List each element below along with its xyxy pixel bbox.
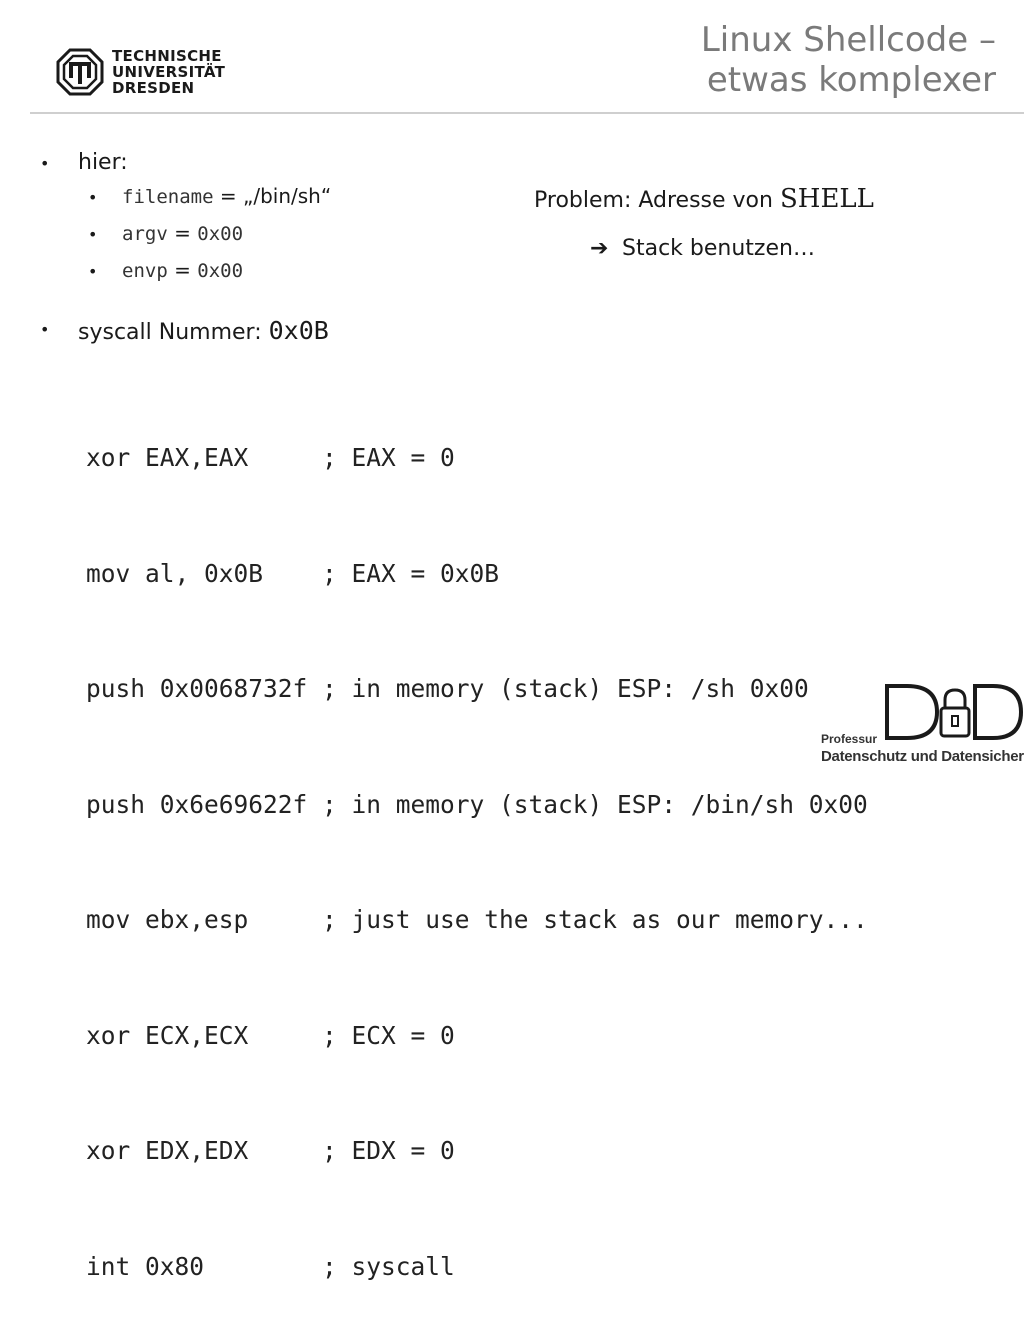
slide-title: Linux Shellcode – etwas komplexer (701, 20, 996, 100)
bullet-hier-label: hier: (78, 150, 128, 175)
logo-line-1: TECHNISCHE (112, 47, 222, 65)
param-eq: = (213, 184, 243, 208)
tu-dresden-logo: TECHNISCHE UNIVERSITÄT DRESDEN (56, 48, 226, 100)
bullet-syscall-text: syscall Nummer: 0x0B (78, 316, 329, 345)
sub-bullet-dot: • (88, 188, 98, 207)
title-line-2: etwas komplexer (706, 60, 996, 100)
code-line: int 0x80 ; syscall (86, 1251, 455, 1281)
syscall-number: 0x0B (268, 316, 329, 345)
bullet-dot: • (40, 320, 50, 339)
sub-bullet-argv: • argv = 0x00 (88, 221, 243, 245)
bullet-dot: • (40, 154, 50, 173)
sub-bullet-dot: • (88, 262, 98, 281)
title-line-1: Linux Shellcode – (700, 20, 996, 60)
code-line: push 0x0068732f ; in memory (stack) ESP:… (86, 674, 809, 703)
param-value: 0x00 (197, 260, 244, 282)
problem-note: Problem: Adresse von SHELL (534, 184, 874, 214)
code-line: mov ebx,esp ; just use the stack as our … (86, 905, 868, 934)
arrow-right-icon: ➔ (590, 236, 609, 261)
tu-dresden-emblem-icon (56, 48, 104, 96)
dud-logo: Professur Datenschutz und Datensicherhei… (815, 680, 1024, 768)
logo-line-3: DRESDEN (112, 79, 195, 97)
param-eq: = (167, 258, 198, 282)
param-value: „/bin/sh“ (243, 184, 332, 208)
param-eq: = (167, 221, 198, 245)
stack-text: Stack benutzen… (622, 236, 815, 261)
param-name: envp (122, 260, 168, 282)
code-line: push 0x6e69622f ; in memory (stack) ESP:… (86, 789, 868, 819)
dud-chair: Datenschutz und Datensicherheit (821, 748, 1024, 765)
sub-bullet-dot: • (88, 225, 98, 244)
code-line: xor ECX,ECX ; ECX = 0 (86, 1020, 455, 1050)
dud-emblem-icon (885, 684, 1024, 740)
param-name: argv (122, 223, 168, 245)
param-value: 0x00 (197, 223, 244, 245)
sub-bullet-filename: • filename = „/bin/sh“ (88, 184, 331, 208)
problem-text: Problem: Adresse von (534, 188, 780, 213)
code-line: mov al, 0x0B ; EAX = 0x0B (86, 558, 500, 588)
dud-professur: Professur (821, 732, 878, 746)
syscall-label: syscall Nummer: (78, 320, 269, 345)
code-line: xor EAX,EAX ; EAX = 0 (86, 443, 455, 472)
header-divider (30, 112, 1024, 114)
problem-term: SHELL (779, 184, 874, 214)
logo-line-2: UNIVERSITÄT (112, 63, 226, 81)
param-name: filename (122, 186, 214, 208)
assembly-code-block: xor EAX,EAX ; EAX = 0 mov al, 0x0B ; EAX… (86, 362, 868, 1325)
code-line: xor EDX,EDX ; EDX = 0 (86, 1136, 455, 1165)
stack-note: ➔ Stack benutzen… (590, 236, 815, 261)
sub-bullet-envp: • envp = 0x00 (88, 258, 243, 282)
